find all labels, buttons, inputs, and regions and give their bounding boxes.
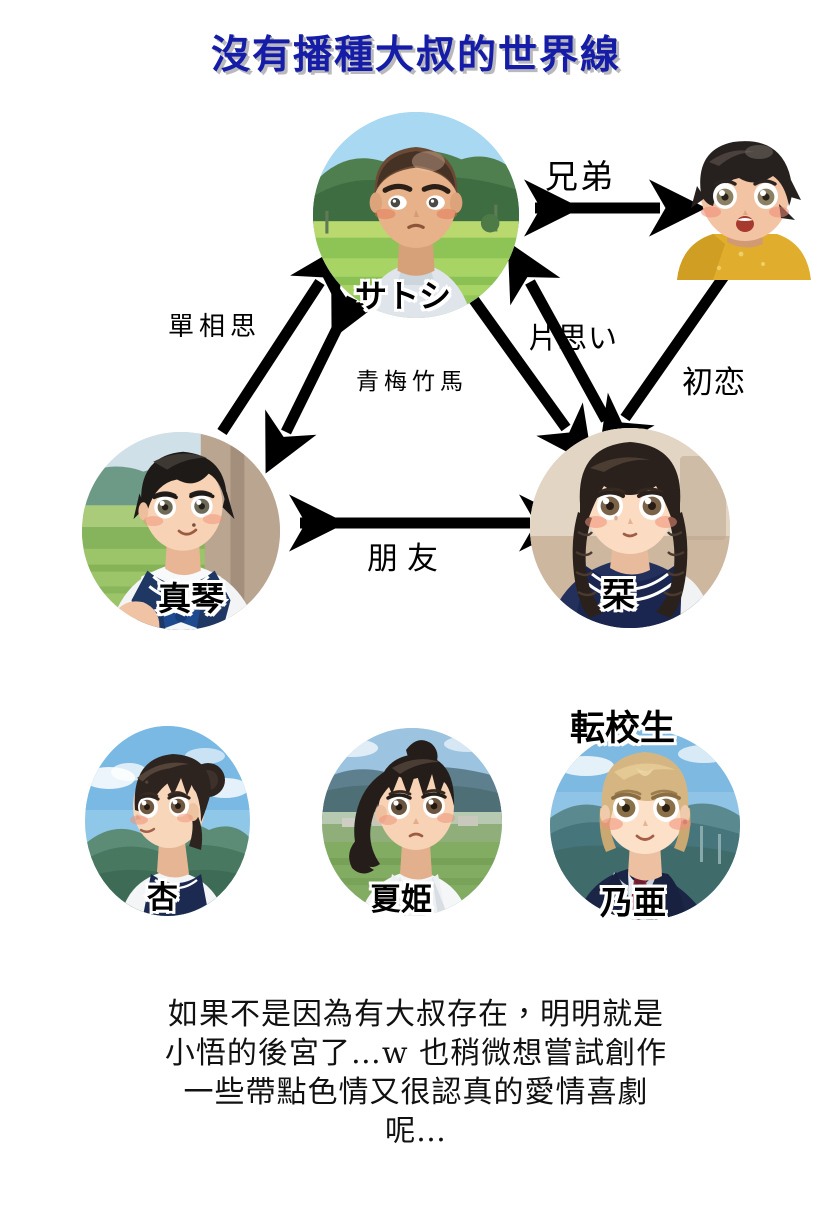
- character-name-makoto: 真琴: [156, 577, 227, 621]
- arrow-tansousi: [217, 243, 346, 436]
- character-name-noa: 乃亜: [598, 881, 669, 925]
- relation-label-pengyou: 朋友: [367, 541, 447, 577]
- caption-line-2: 小悟的後宮了…w 也稍微想嘗試創作: [164, 1036, 668, 1071]
- avatar-noa[interactable]: [550, 730, 740, 920]
- relation-label-tansousi: 單相思: [168, 312, 262, 342]
- caption-line-1: 如果不是因為有大叔存在，明明就是: [168, 997, 664, 1032]
- character-name-natsuki: 夏姫: [368, 880, 435, 921]
- relation-label-kyoudai: 兄弟: [545, 157, 615, 196]
- character-name-an: 杏: [145, 878, 181, 919]
- bottom-caption: 如果不是因為有大叔存在，明明就是 小悟的後宮了…w 也稍微想嘗試創作 一些帶點色…: [40, 995, 792, 1151]
- avatar-satoshi[interactable]: [313, 112, 519, 318]
- relation-label-hatsukoi: 初恋: [682, 365, 746, 401]
- arrow-osananajimi: [265, 275, 383, 474]
- avatar-makoto[interactable]: [82, 432, 280, 630]
- character-name-shiori: 栞: [600, 573, 638, 617]
- caption-line-3: 一些帶點色情又很認真的愛情喜劇: [183, 1075, 649, 1110]
- page-title: 沒有播種大叔的世界線: [210, 32, 621, 78]
- relation-label-katomoi: 片思い: [528, 321, 619, 355]
- relation-label-osananajimi: 青梅竹馬: [356, 369, 468, 395]
- character-badge-noa: 転校生: [567, 707, 677, 752]
- character-name-satoshi: サトシ: [352, 275, 453, 318]
- avatar-satoru[interactable]: [655, 132, 832, 280]
- caption-line-4: 呢…: [385, 1114, 447, 1149]
